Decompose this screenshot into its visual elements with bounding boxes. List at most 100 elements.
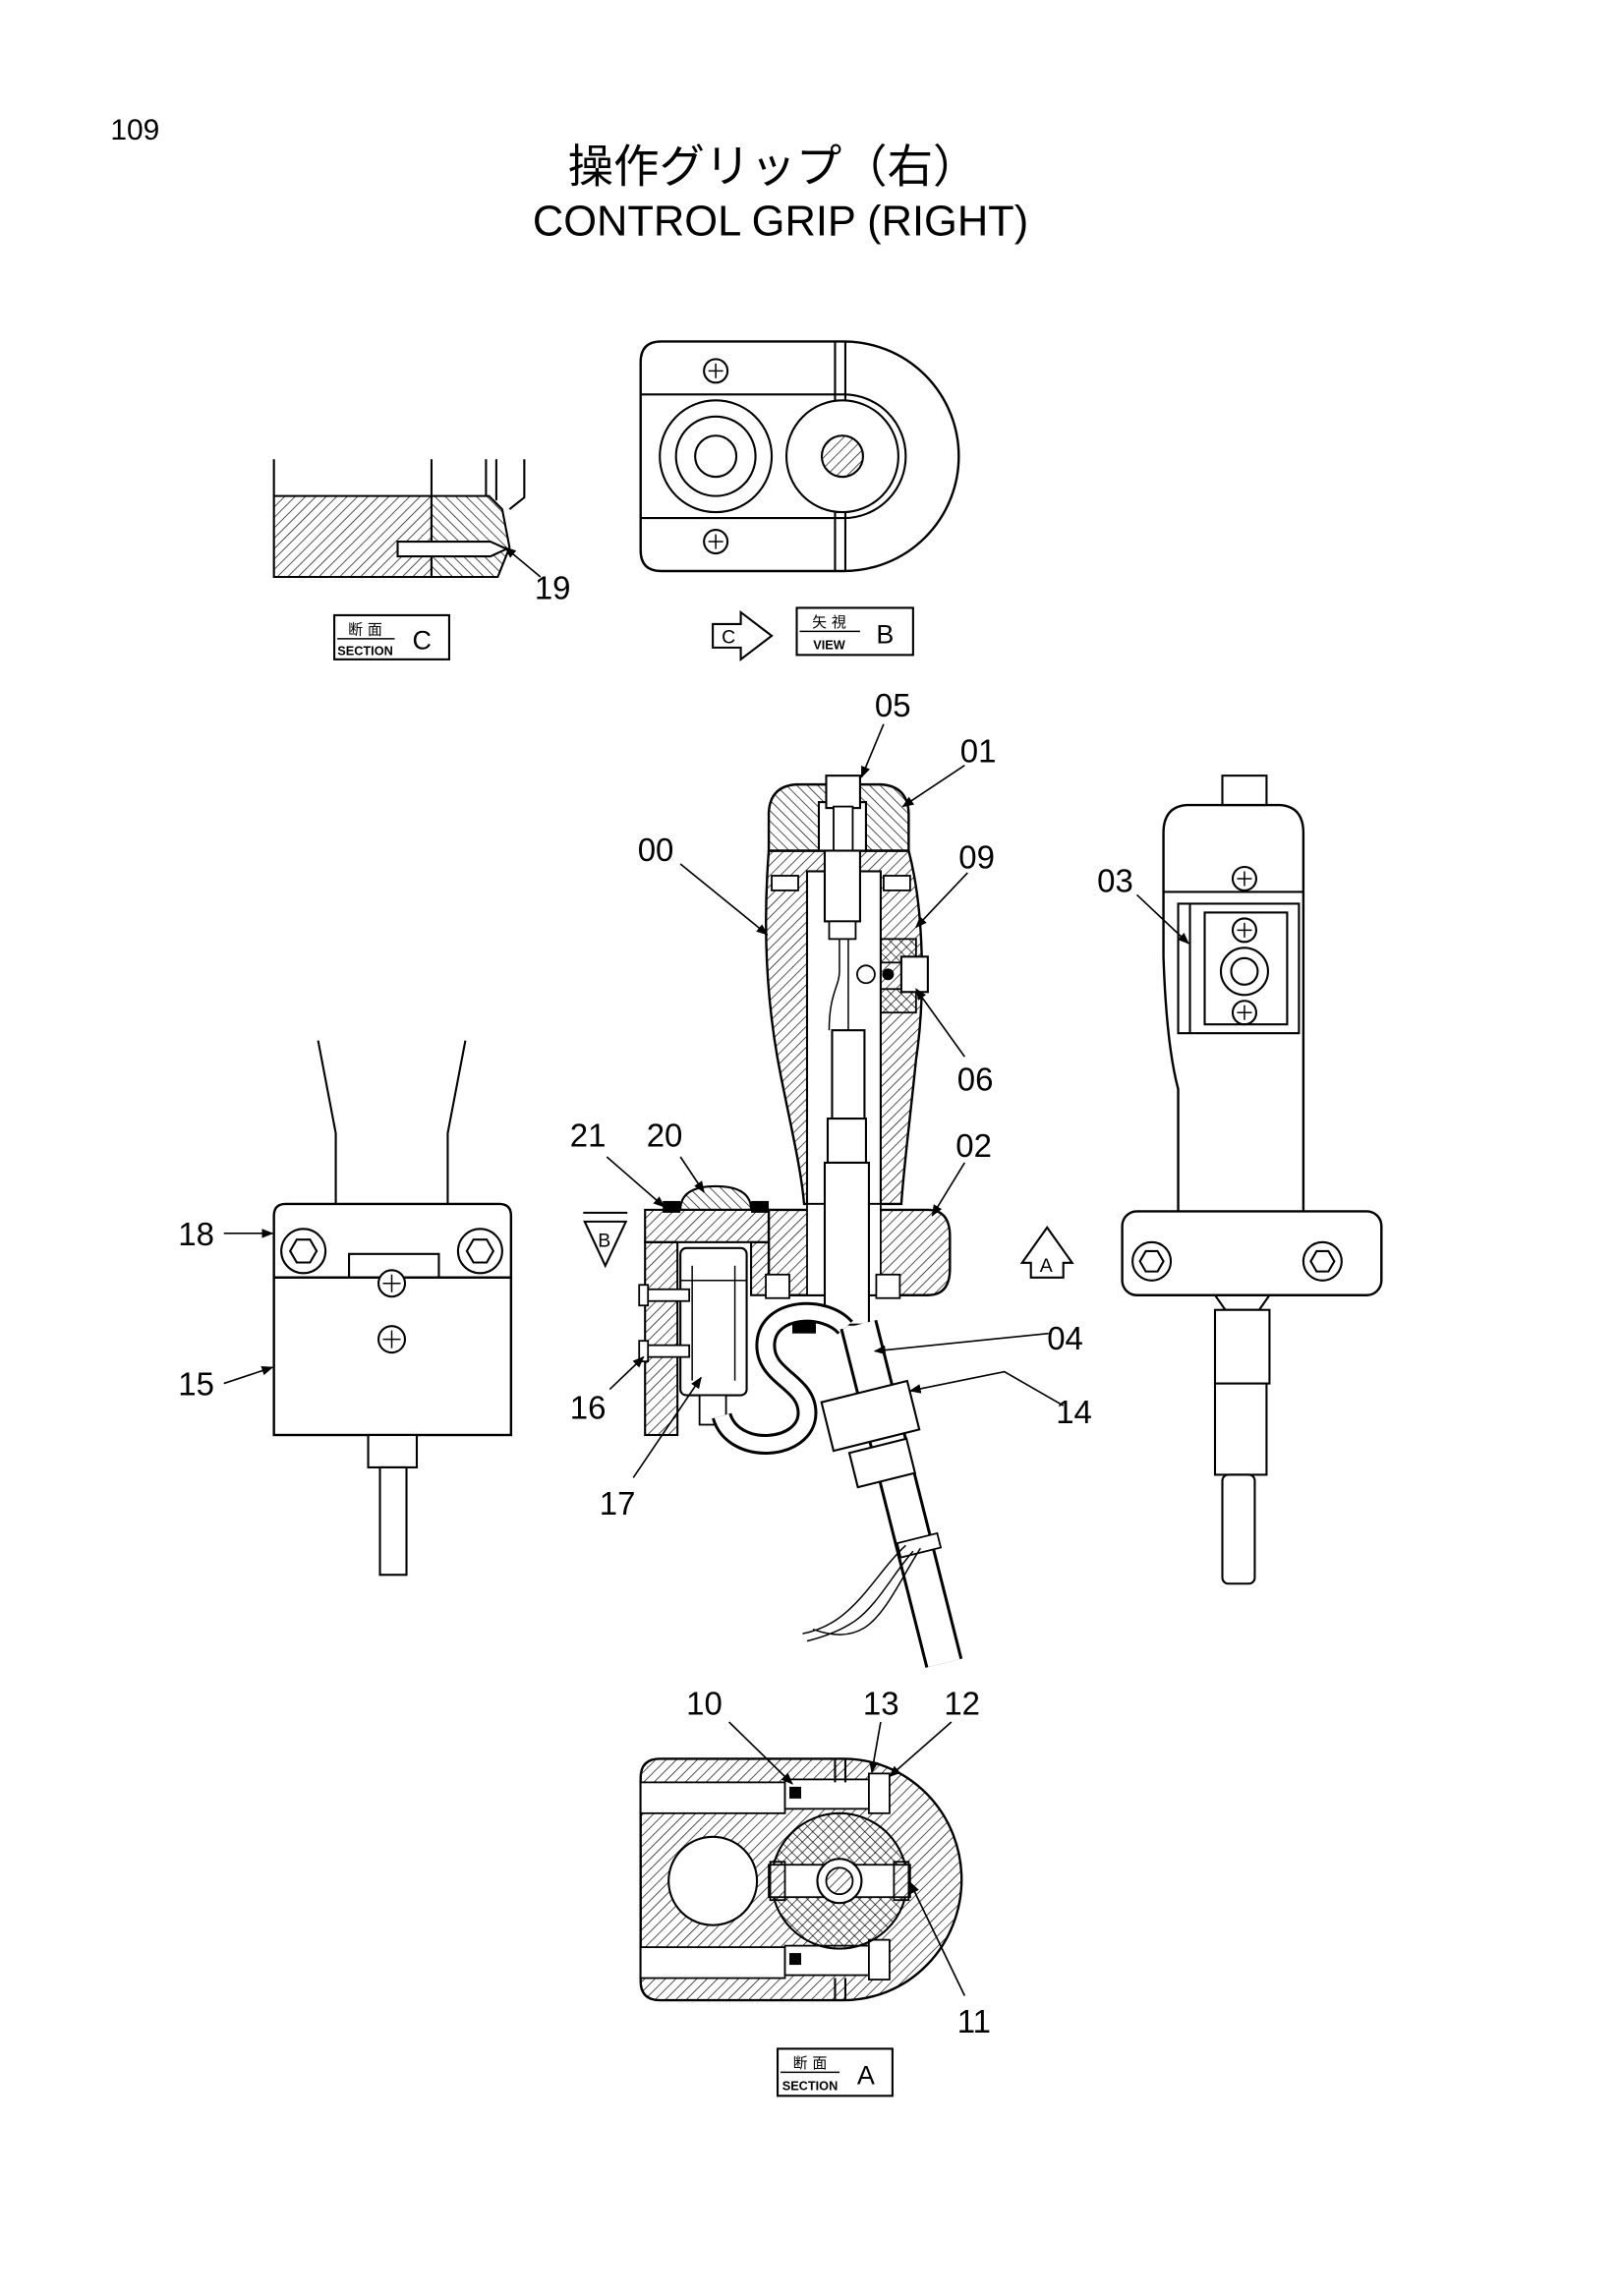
section-a-center-core [825,1866,854,1896]
side-switch-button [1230,956,1259,986]
leader-03 [1136,893,1189,945]
screw-head [638,1284,650,1307]
cap-screw-right [883,875,911,891]
screw-shank [644,1344,691,1358]
leader-12 [889,1721,953,1778]
screw-head [456,1228,503,1275]
screw-cross [382,1330,401,1349]
leader-09 [915,872,968,929]
callout-09: 09 [958,838,995,875]
screw-head [1231,1000,1257,1026]
page-number: 109 [110,114,159,146]
outlet-fitting [367,1433,419,1468]
section-a-label: 断 面 SECTION A [776,2047,894,2097]
screw-cross [1237,922,1252,938]
callout-02: 02 [955,1127,992,1164]
side-switch-knob [899,955,929,994]
screw-cross [708,363,723,378]
view-arrow-a-shape [1019,1226,1074,1279]
leader-15 [223,1365,274,1385]
screw-shank [644,1288,691,1302]
upper-clamp-block [272,1202,513,1279]
section-c-detail: 19 [272,459,571,605]
screw-cross [1237,871,1252,887]
section-c-hatched-cap [430,494,511,579]
leader-11 [909,1881,966,1996]
leader-20 [679,1156,705,1193]
cross-screw-lower [376,1325,407,1354]
title-japanese: 操作グリップ（右） [568,141,979,194]
valve-block [272,1276,513,1437]
switch-body [823,849,861,923]
callout-18: 18 [178,1216,214,1252]
view-arrow-c: C [712,609,774,661]
main-section-assembly [638,775,963,1668]
callout-06: 06 [957,1062,994,1098]
bolt-head-mark [789,1786,802,1799]
section-a-split-lines [834,1758,847,2001]
view-arrow-a: A [1019,1226,1074,1279]
seal-right [751,1200,770,1213]
view-arrow-c-letter: C [722,626,735,648]
view-b-screw-bottom [703,529,729,555]
clamp-screw-left [1131,1240,1173,1282]
callout-00: 00 [638,832,674,868]
section-a-bolt-top [783,1772,891,1814]
callout-19: 19 [535,569,571,605]
leader-10 [728,1721,793,1785]
view-arrow-b: B [583,1211,628,1269]
section-c-label-en: SECTION [337,643,393,658]
internal-wires [828,939,849,1031]
callout-10: 10 [686,1686,723,1722]
view-b-label: 矢 視 VIEW B [795,606,914,657]
section-a-bolt-bottom [783,1938,891,1980]
seal-left [663,1200,681,1213]
hex-socket [1309,1249,1336,1273]
hex-socket [288,1238,318,1264]
flange-screw-left [765,1273,790,1299]
callout-04: 04 [1047,1320,1083,1356]
callout-13: 13 [863,1686,899,1722]
valve-housing-left-wall [644,1240,679,1437]
callout-11: 11 [957,2003,991,2039]
leader-04 [873,1332,1049,1355]
section-c-label-frame [333,613,450,660]
section-a-stud-left [769,1861,786,1902]
leader-13 [869,1721,882,1774]
callout-05: 05 [875,687,911,723]
screw-head [280,1228,327,1275]
view-b-drawing [639,340,960,573]
view-arrow-b-letter: B [598,1230,610,1251]
side-switch-ring [1219,947,1269,997]
section-a-label-en: SECTION [782,2078,839,2093]
cable-body [842,1320,960,1668]
view-b-label-en: VIEW [813,637,845,652]
section-a-label-ja: 断 面 [793,2054,828,2072]
side-switch-housing-bottom [880,988,917,1014]
screw-cross [1237,1004,1252,1020]
clamp-notch [348,1252,440,1278]
section-a-stud-right [893,1861,910,1902]
button-stem [833,805,854,852]
leader-17 [632,1376,702,1478]
section-a-grip-bore [667,1835,759,1926]
flange-screw-right [875,1273,901,1299]
leader-01 [901,764,965,808]
screw-cross [382,1274,401,1292]
section-c-hatched-block [272,494,434,579]
cable-tube [823,1161,870,1326]
loose-wires [802,1544,921,1642]
switch-plate-screw-bottom [1231,1000,1257,1026]
shaft-rod [1221,1473,1256,1585]
screw-head [1231,917,1257,944]
leader-21 [606,1156,665,1208]
callout-15: 15 [178,1366,214,1403]
valve-body [679,1246,748,1397]
view-b-left-boss-ring [674,415,757,497]
housing-screw-upper [638,1284,691,1307]
view-b-screw-top [703,358,729,384]
callout-20: 20 [647,1118,683,1154]
right-view-cap-screw [1231,865,1257,891]
cable-collar [847,1437,917,1489]
internal-connector [826,1118,867,1165]
